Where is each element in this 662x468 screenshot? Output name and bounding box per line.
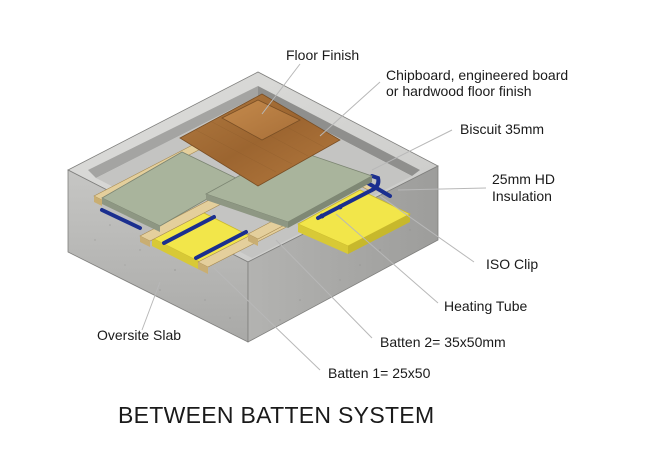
label-iso-clip: ISO Clip <box>486 256 539 272</box>
leader-lines <box>141 63 487 371</box>
label-heating-tube: Heating Tube <box>444 298 528 314</box>
label-floor-finish: Floor Finish <box>286 47 360 63</box>
label-insulation-line2: Insulation <box>492 188 552 204</box>
label-biscuit: Biscuit 35mm <box>460 121 545 137</box>
diagram-title: BETWEEN BATTEN SYSTEM <box>118 402 435 428</box>
insulation-panels <box>151 189 411 270</box>
label-insulation-line1: 25mm HD <box>492 171 556 187</box>
label-oversite-slab: Oversite Slab <box>97 327 182 343</box>
label-chipboard-line1: Chipboard, engineered board <box>386 67 569 83</box>
floor-finish <box>179 93 341 187</box>
iso-clips <box>319 204 343 219</box>
label-batten-2: Batten 2= 35x50mm <box>380 334 506 350</box>
chipboard-panels <box>101 147 373 232</box>
label-batten-1: Batten 1= 25x50 <box>328 365 431 381</box>
heating-tubes <box>100 174 392 260</box>
label-chipboard-line2: or hardwood floor finish <box>386 83 532 99</box>
